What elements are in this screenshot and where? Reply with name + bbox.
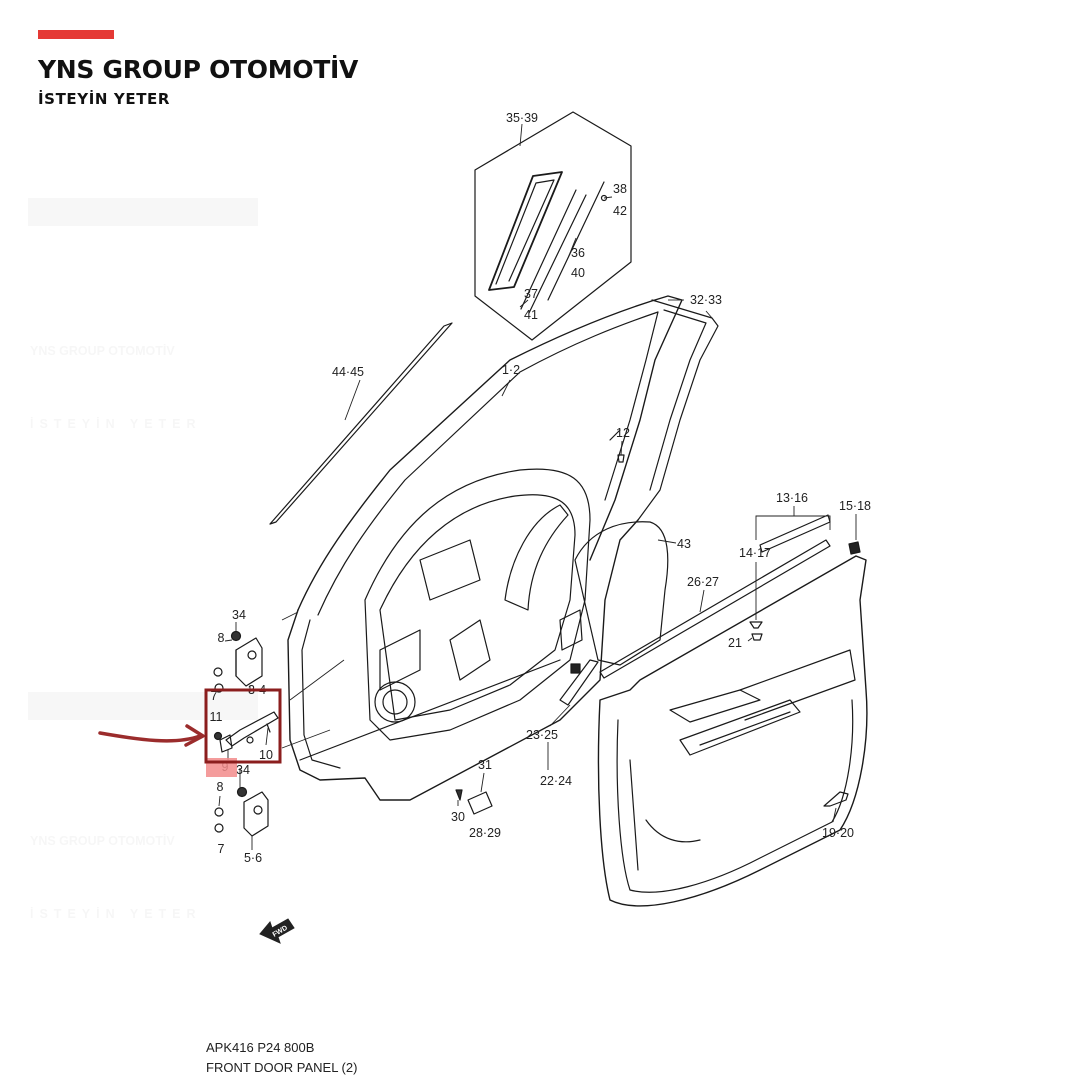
part-28-29 (467, 791, 493, 815)
door-access-hole (504, 504, 569, 611)
lower-door-hinge (214, 786, 269, 837)
watermark-bar (28, 692, 258, 720)
channel-strip (547, 181, 605, 301)
glass-run-channel (488, 171, 563, 291)
garnish-clip (570, 663, 581, 674)
watermark-text: YNS GROUP OTOMOTİV (30, 833, 175, 848)
door-belt-line (299, 659, 561, 761)
watermark-text: YNS GROUP OTOMOTİV (30, 343, 175, 358)
callout-12: 12 (616, 426, 630, 440)
callout-40: 40 (571, 266, 585, 280)
trim-edge (629, 759, 639, 871)
callout-32-33: 32·33 (690, 293, 722, 307)
callout-15-18: 15·18 (839, 499, 871, 513)
door-trim-panel (597, 555, 868, 907)
callout-41: 41 (524, 308, 538, 322)
diagram-code: APK416 P24 800B (206, 1040, 315, 1055)
callout-19-20: 19·20 (822, 826, 854, 840)
callout-8: 8 (217, 780, 224, 794)
glass-run-inner (495, 179, 555, 285)
door-handle-recess (669, 689, 761, 723)
callout-38: 38 (613, 182, 627, 196)
door-cutout (419, 539, 481, 601)
callout-23-25: 23·25 (526, 728, 558, 742)
callout-7: 7 (218, 842, 225, 856)
watermark-text: İSTEYİN YETER (30, 906, 202, 921)
callout-35-39: 35·39 (506, 111, 538, 125)
door-cutout (559, 609, 583, 651)
door-inner-panel (287, 519, 639, 801)
door-inner-recess (364, 468, 591, 741)
door-pocket (645, 819, 701, 843)
callout-11: 11 (210, 710, 223, 724)
speaker-hole-inner (382, 689, 408, 715)
forward-direction-icon: FWD (259, 918, 295, 944)
callout-21: 21 (728, 636, 742, 650)
door-frame-weatherstrip (637, 299, 719, 521)
callout-7: 7 (211, 689, 218, 703)
callout-labels: 35·39 38 42 36 40 37 41 32·33 44·45 1·2 … (210, 111, 872, 865)
watermark-text: İSTEYİN YETER (30, 416, 202, 431)
door-inner-recess-lip (379, 494, 576, 721)
callout-44-45: 44·45 (332, 365, 364, 379)
brand-tagline: İSTEYİN YETER (38, 90, 171, 108)
channel-strip (528, 194, 587, 314)
window-molding (269, 322, 453, 525)
callout-26-27: 26·27 (687, 575, 719, 589)
part-15-18 (848, 541, 861, 555)
callout-14-17: 14·17 (739, 546, 771, 560)
door-trim-inner (616, 699, 854, 893)
window-switch-panel-line (699, 711, 791, 746)
highlight-arrow (98, 731, 202, 743)
callout-10: 10 (259, 748, 273, 762)
diagram-title: FRONT DOOR PANEL (2) (206, 1060, 358, 1075)
brand-accent-bar (38, 30, 114, 39)
part-12 (617, 454, 625, 463)
leader-lines (218, 123, 857, 850)
highlight-annotation (98, 688, 282, 777)
door-frame-outer (297, 295, 683, 611)
door-frame-weatherstrip-inner (649, 309, 707, 491)
glass-run-inset-box (474, 111, 632, 341)
door-inner-edge (301, 619, 341, 769)
frame-bracket (609, 429, 621, 441)
part-19-20 (823, 791, 849, 807)
callout-13-16: 13·16 (776, 491, 808, 505)
door-frame-inner (317, 311, 659, 616)
callout-30: 30 (451, 810, 465, 824)
sealing-sheet (574, 521, 669, 666)
callout-5-6: 5·6 (244, 851, 262, 865)
callout-22-24: 22·24 (540, 774, 572, 788)
door-cutout (379, 629, 421, 691)
belt-weatherstrip (599, 539, 831, 679)
callout-43: 43 (677, 537, 691, 551)
callout-28-29: 28·29 (469, 826, 501, 840)
part-21 (751, 633, 763, 641)
callout-34: 34 (236, 763, 250, 777)
part-30 (455, 789, 463, 801)
window-switch-panel (679, 699, 801, 756)
arrow-head-icon (184, 724, 205, 747)
watermark-bar (28, 198, 258, 226)
brand-name: YNS GROUP OTOMOTİV (38, 55, 359, 84)
callout-31: 31 (478, 758, 492, 772)
callout-36: 36 (571, 246, 585, 260)
callout-34: 34 (232, 608, 246, 622)
door-check-link (213, 711, 279, 753)
channel-strip (520, 189, 577, 310)
callout-42: 42 (613, 204, 627, 218)
part-14-17 (749, 621, 763, 629)
callout-37: 37 (524, 287, 538, 301)
door-cutout (449, 619, 491, 681)
callout-8: 8 (218, 631, 225, 645)
armrest (739, 649, 856, 721)
highlight-box (204, 688, 282, 764)
callout-1-2: 1·2 (502, 363, 520, 377)
